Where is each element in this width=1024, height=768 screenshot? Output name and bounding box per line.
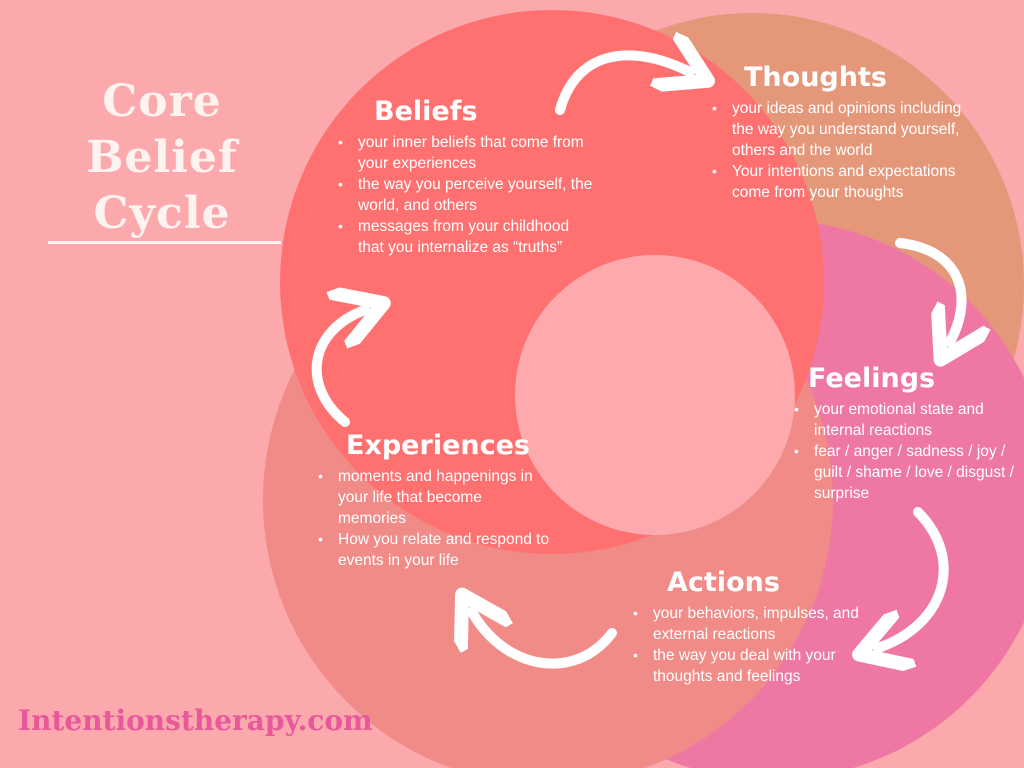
arrow-thoughts-to-feelings xyxy=(895,238,962,342)
experiences-list: moments and happenings in your life that… xyxy=(316,466,552,571)
beliefs-heading: Beliefs xyxy=(374,96,478,127)
beliefs-item: your inner beliefs that come from your e… xyxy=(336,132,596,174)
actions-item: the way you deal with your thoughts and … xyxy=(631,645,871,687)
title-line-3: Cycle xyxy=(93,188,231,239)
beliefs-item: messages from your childhood that you in… xyxy=(336,216,596,258)
title-line-1: Core xyxy=(102,76,222,127)
experiences-item: How you relate and respond to events in … xyxy=(316,529,552,571)
thoughts-item: your ideas and opinions including the wa… xyxy=(710,98,972,161)
website-url: Intentionstherapy.com xyxy=(18,704,373,737)
feelings-section: Feelings your emotional state and intern… xyxy=(792,363,1020,504)
experiences-heading: Experiences xyxy=(346,430,530,461)
arrow-feelings-to-actions xyxy=(878,507,949,648)
feelings-heading: Feelings xyxy=(808,363,936,394)
beliefs-list: your inner beliefs that come from your e… xyxy=(336,132,596,258)
beliefs-section: Beliefs your inner beliefs that come fro… xyxy=(336,96,596,258)
diagram-title: Core Belief Cycle xyxy=(52,74,272,242)
feelings-item: fear / anger / sadness / joy / guilt / s… xyxy=(792,441,1020,504)
actions-list: your behaviors, impulses, and external r… xyxy=(631,603,871,687)
actions-heading: Actions xyxy=(667,567,780,598)
arrow-experiences-to-beliefs xyxy=(311,310,365,427)
feelings-list: your emotional state and internal reacti… xyxy=(792,399,1020,504)
center-hole xyxy=(515,255,795,535)
thoughts-list: your ideas and opinions including the wa… xyxy=(710,98,972,203)
thoughts-item: Your intentions and expectations come fr… xyxy=(710,161,972,203)
arrow-actions-to-experiences xyxy=(472,612,617,669)
arrow-beliefs-to-thoughts xyxy=(555,55,690,115)
thoughts-heading: Thoughts xyxy=(744,62,887,93)
title-divider xyxy=(48,241,281,244)
title-line-2: Belief xyxy=(86,132,238,183)
feelings-item: your emotional state and internal reacti… xyxy=(792,399,1020,441)
actions-section: Actions your behaviors, impulses, and ex… xyxy=(631,567,871,687)
beliefs-item: the way you perceive yourself, the world… xyxy=(336,174,596,216)
experiences-section: Experiences moments and happenings in yo… xyxy=(316,430,552,571)
actions-item: your behaviors, impulses, and external r… xyxy=(631,603,871,645)
experiences-item: moments and happenings in your life that… xyxy=(316,466,552,529)
thoughts-section: Thoughts your ideas and opinions includi… xyxy=(710,62,972,203)
